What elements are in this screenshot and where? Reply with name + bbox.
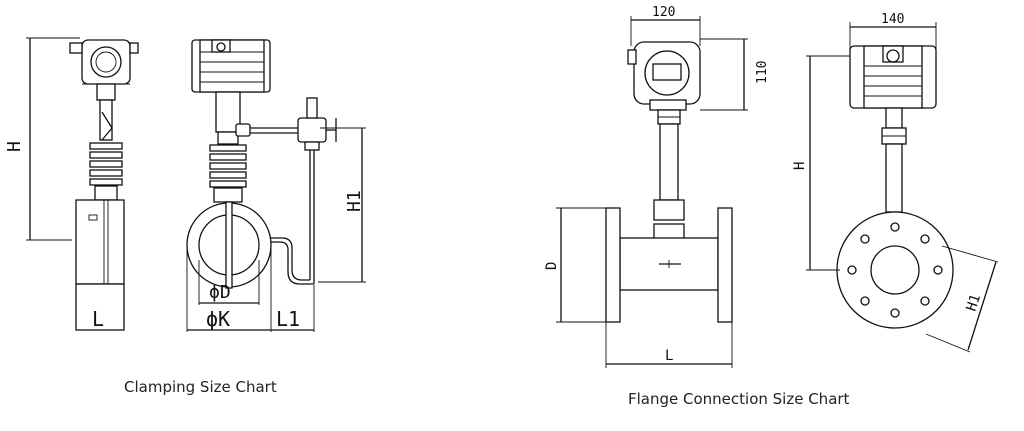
dim-label-D: D bbox=[544, 262, 560, 270]
dim-label-120: 120 bbox=[652, 5, 675, 20]
dim-label-phiK: ϕK bbox=[206, 307, 230, 331]
dim-label-H-right: H bbox=[792, 162, 808, 170]
caption-clamping: Clamping Size Chart bbox=[124, 378, 277, 396]
dim-label-H1-left: H1 bbox=[344, 190, 365, 212]
dim-label-110: 110 bbox=[755, 61, 770, 84]
dim-label-L-right: L bbox=[665, 348, 673, 364]
flange-side-view bbox=[556, 16, 748, 368]
flange-front-view bbox=[806, 22, 999, 353]
dim-label-phiD: ϕD bbox=[209, 282, 231, 303]
dim-label-L1: L1 bbox=[276, 307, 300, 331]
clamping-side-view bbox=[26, 37, 139, 331]
dim-label-H-left: H bbox=[4, 141, 25, 152]
clamping-front-view bbox=[186, 39, 366, 332]
dim-label-140: 140 bbox=[881, 12, 904, 27]
caption-flange: Flange Connection Size Chart bbox=[628, 390, 850, 408]
dim-label-H1-right: H1 bbox=[964, 292, 984, 313]
dim-label-L-left: L bbox=[92, 307, 104, 331]
